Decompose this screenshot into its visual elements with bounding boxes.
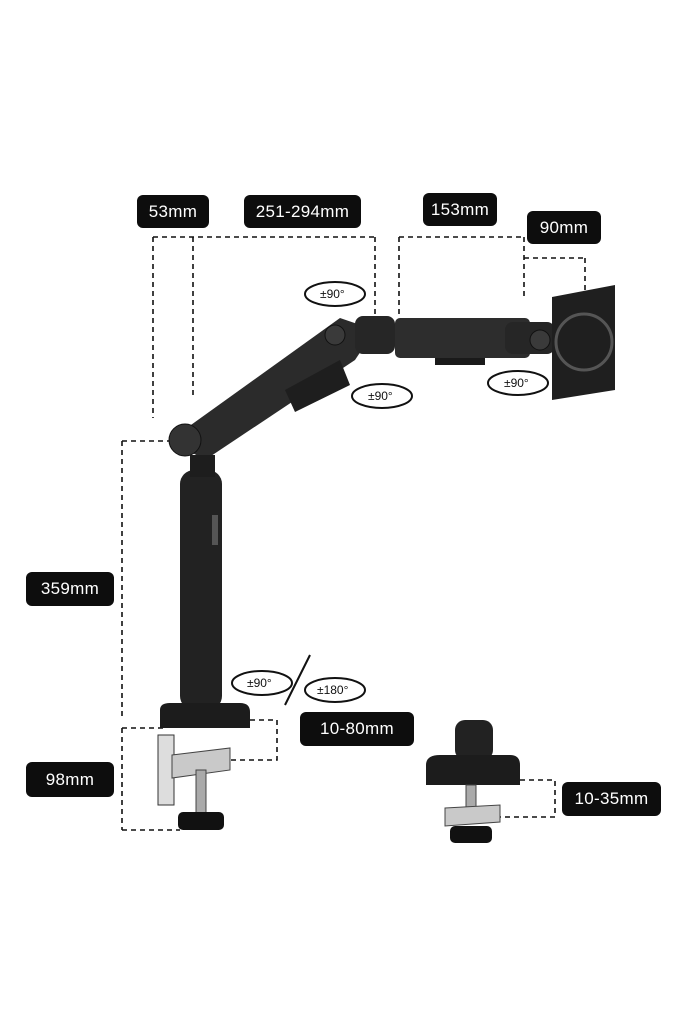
clamp-detail (426, 720, 520, 843)
rotation-base-pole: ±180° (317, 683, 349, 697)
rotation-elbow-lower: ±90° (368, 389, 393, 403)
tilt-head-depth-label: 90mm (527, 211, 601, 244)
pole-height-label: 359mm (26, 572, 114, 606)
rotation-head: ±90° (504, 376, 529, 390)
forearm-length-label: 153mm (423, 193, 497, 226)
rotation-base-arm: ±90° (247, 676, 272, 690)
desk-thickness-a-label: 10-80mm (300, 712, 414, 746)
monitor-arm (157, 285, 615, 830)
mount-offset-label: 53mm (137, 195, 209, 228)
clamp-height-label: 98mm (26, 762, 114, 797)
upper-arm-length-label: 251-294mm (244, 195, 361, 228)
desk-thickness-b-label: 10-35mm (562, 782, 661, 816)
dimension-lines (121, 236, 586, 831)
rotation-elbow-upper: ±90° (320, 287, 345, 301)
rotation-arrows (231, 281, 549, 706)
